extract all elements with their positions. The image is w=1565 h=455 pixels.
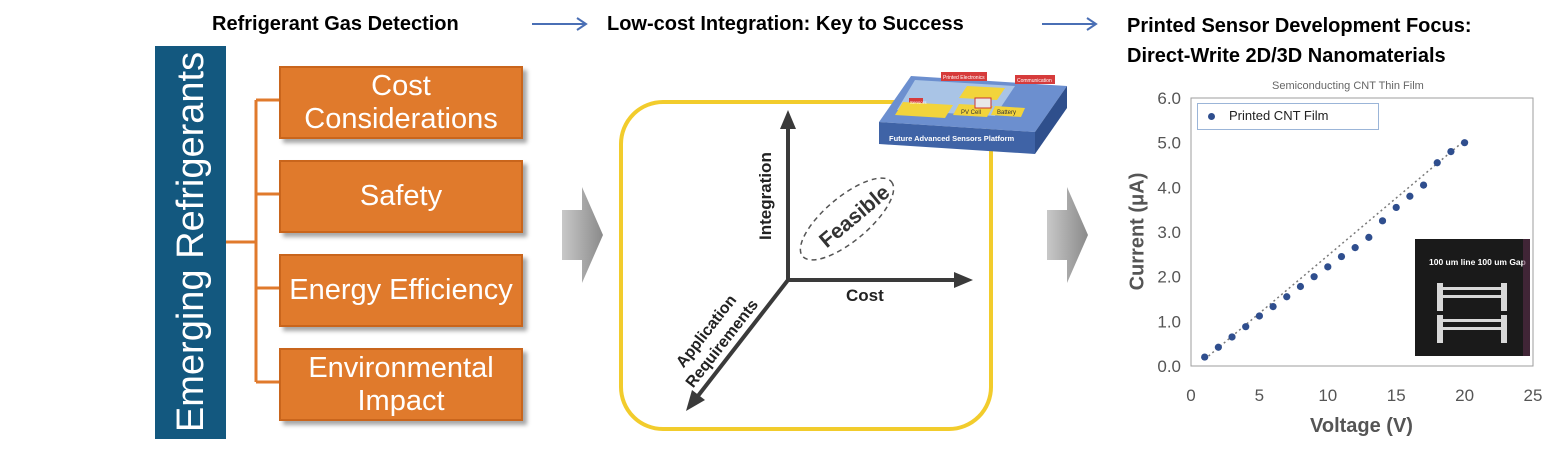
photo-caption: 100 um line 100 um Gap (1429, 257, 1526, 267)
y-tick-label: 6.0 (1157, 90, 1181, 108)
svg-text:PV Cell: PV Cell (961, 110, 981, 116)
x-tick-label: 15 (1387, 386, 1406, 405)
cnt-sample-photo: 100 um line 100 um Gap (1415, 239, 1530, 356)
data-point (1406, 192, 1414, 200)
data-point (1214, 343, 1222, 351)
plot-area (1190, 97, 1534, 367)
energy-efficiency-box: Energy Efficiency (279, 254, 523, 327)
electrode-pattern (1437, 239, 1530, 356)
svg-text:Printed Electronics: Printed Electronics (943, 75, 985, 81)
x-tick-label: 0 (1186, 386, 1195, 405)
step3-header-line1: Printed Sensor Development Focus: (1127, 15, 1472, 37)
data-point (1296, 282, 1305, 291)
step3-header-line2: Direct-Write 2D/3D Nanomaterials (1127, 45, 1446, 67)
x-tick-label: 20 (1455, 386, 1474, 405)
cost-axis-label: Cost (846, 286, 884, 305)
y-tick-label: 2.0 (1157, 268, 1181, 287)
data-point (1433, 159, 1441, 167)
y-tick-label: 4.0 (1157, 178, 1181, 197)
safety-box: Safety (279, 160, 523, 233)
flow-arrow-icon (1042, 17, 1098, 31)
integration-axes (686, 110, 973, 411)
step1-header: Refrigerant Gas Detection (212, 13, 459, 35)
data-point (1351, 244, 1359, 252)
y-tick-label: 1.0 (1157, 312, 1181, 331)
y-tick-label: 5.0 (1157, 134, 1181, 153)
x-axis-label: Voltage (V) (1310, 415, 1413, 437)
svg-text:Communication: Communication (1017, 78, 1052, 84)
data-point (1255, 312, 1263, 320)
integration-axis-label: Integration (756, 152, 775, 240)
bracket-connector (226, 98, 282, 384)
platform-title: Future Advanced Sensors Platform (889, 134, 1014, 143)
data-point (1310, 273, 1318, 281)
y-axis-label: Current (μA) (1126, 172, 1149, 291)
data-point (1269, 302, 1277, 311)
x-tick-label: 5 (1255, 386, 1264, 405)
legend-marker (1208, 113, 1215, 120)
y-tick-label: 0.0 (1157, 357, 1181, 376)
trendline (1204, 139, 1466, 360)
data-point (1365, 233, 1373, 241)
data-point (1378, 217, 1387, 225)
chevron-arrow-icon (1047, 187, 1088, 283)
emerging-refrigerants-label: Emerging Refrigerants (170, 51, 212, 433)
integration-diagram-frame (619, 100, 993, 431)
chart-title: Semiconducting CNT Thin Film (1272, 80, 1424, 92)
data-point (1337, 252, 1346, 261)
chevron-arrow-icon (562, 187, 603, 283)
data-point (1201, 353, 1209, 361)
flow-arrow-icon (532, 17, 588, 31)
cnt-chart: 0.0 1.0 2.0 3.0 4.0 5.0 6.0 0 5 10 15 20 25 (1157, 90, 1543, 405)
data-point (1419, 181, 1428, 189)
data-point (1392, 203, 1400, 212)
y-tick-label: 3.0 (1157, 223, 1181, 242)
legend-label: Printed CNT Film (1229, 108, 1329, 123)
step2-header: Low-cost Integration: Key to Success (607, 13, 964, 35)
chart-legend: Printed CNT Film (1197, 103, 1379, 130)
x-tick-label: 25 (1524, 386, 1543, 405)
sensor-platform-image: Future Advanced Sensors Platform Printed… (879, 72, 1067, 154)
svg-text:Battery: Battery (997, 110, 1016, 116)
svg-text:Sensors: Sensors (910, 100, 927, 105)
data-point (1324, 263, 1332, 271)
data-point (1283, 293, 1291, 301)
emerging-refrigerants-bar (155, 46, 226, 439)
x-tick-label: 10 (1318, 386, 1337, 405)
data-point (1447, 148, 1455, 156)
data-point (1461, 139, 1469, 147)
data-point (1242, 323, 1250, 331)
data-point (1228, 333, 1236, 341)
